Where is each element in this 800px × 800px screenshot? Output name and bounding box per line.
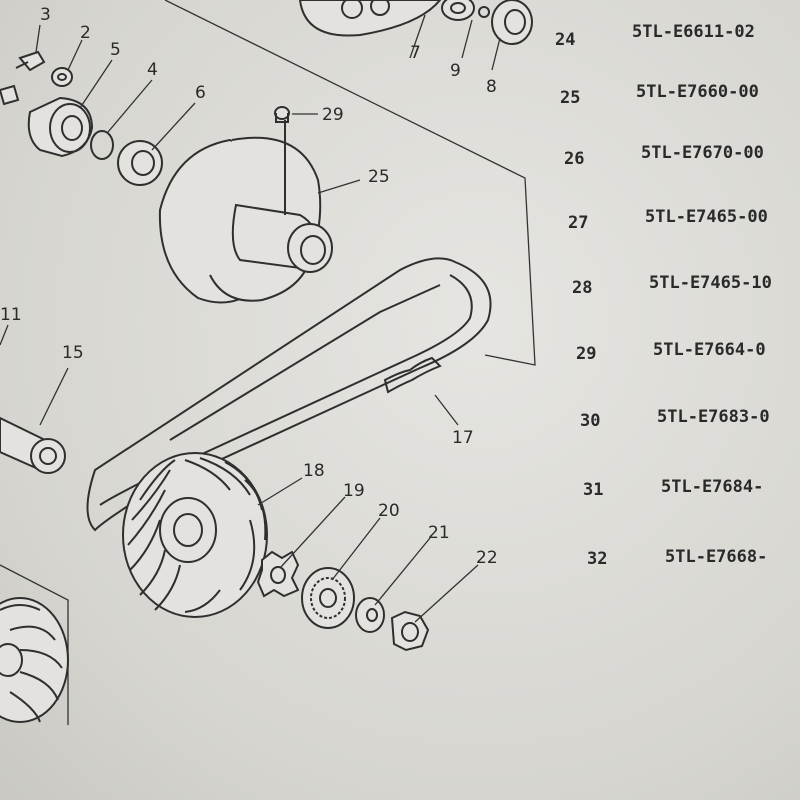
parts-list-row: 24 5TL-E6611-02 [555, 22, 755, 50]
secondary-sheave-part [158, 120, 333, 304]
callout-3: 3 [40, 5, 51, 25]
part-number: 5TL-E7465-00 [645, 207, 768, 227]
callout-8: 8 [486, 77, 497, 97]
part-ref: 25 [560, 88, 580, 108]
part-number: 5TL-E6611-02 [632, 22, 755, 42]
callout-19: 19 [343, 481, 365, 501]
oil-seal-part [117, 140, 163, 186]
v-belt-part [86, 257, 492, 532]
circlip-part [90, 130, 114, 160]
pulley-top-fragment [298, 0, 533, 45]
fan-fragment-bottom-left [0, 597, 69, 723]
callout-labels: 3 2 5 4 6 7 9 8 29 25 11 15 17 18 19 20 … [0, 5, 498, 568]
part-ref: 26 [564, 149, 584, 169]
callout-9: 9 [450, 61, 461, 81]
part-number: 5TL-E7465-10 [649, 273, 772, 293]
part-ref: 32 [587, 549, 607, 569]
callout-2: 2 [80, 23, 91, 43]
callout-4: 4 [147, 60, 158, 80]
callout-29: 29 [322, 105, 344, 125]
callout-18: 18 [303, 461, 325, 481]
part-number: 5TL-E7668- [665, 547, 767, 567]
part-ref: 30 [580, 411, 600, 431]
callout-25: 25 [368, 167, 390, 187]
callout-17: 17 [452, 428, 474, 448]
callout-20: 20 [378, 501, 400, 521]
parts-list-row: 25 5TL-E7660-00 [560, 82, 759, 108]
guide-pin-part [274, 106, 290, 123]
part-number: 5TL-E7660-00 [636, 82, 759, 102]
callout-15: 15 [62, 343, 84, 363]
callout-7: 7 [410, 43, 421, 63]
washer-part [51, 67, 73, 87]
parts-list-row: 32 5TL-E7668- [587, 547, 767, 569]
nut-part [390, 610, 430, 652]
callout-11: 11 [0, 305, 22, 325]
part-ref: 29 [576, 344, 596, 364]
part-number: 5TL-E7664-0 [653, 340, 766, 360]
spline-washer-part [256, 550, 300, 598]
callout-6: 6 [195, 83, 206, 103]
part-ref: 31 [583, 480, 603, 500]
bearing-part [27, 96, 94, 158]
callout-5: 5 [110, 40, 121, 60]
parts-list-row: 31 5TL-E7684- [583, 477, 763, 500]
part-number: 5TL-E7683-0 [657, 407, 770, 427]
panel-border [0, 0, 536, 725]
part-number: 5TL-E7684- [661, 477, 763, 497]
callout-22: 22 [476, 548, 498, 568]
leader-lines [0, 14, 501, 623]
collar-part [0, 416, 66, 474]
part-number: 5TL-E7670-00 [641, 143, 764, 163]
washer-small-part [355, 597, 385, 633]
parts-list-row: 27 5TL-E7465-00 [568, 207, 768, 233]
bolt-part [0, 50, 46, 106]
part-ref: 28 [572, 278, 592, 298]
parts-list-row: 28 5TL-E7465-10 [572, 273, 772, 298]
parts-list-row: 30 5TL-E7683-0 [580, 407, 770, 431]
parts-list-row: 29 5TL-E7664-0 [576, 340, 766, 364]
cam-plate-part [301, 567, 355, 629]
parts-list-row: 26 5TL-E7670-00 [564, 143, 764, 169]
callout-21: 21 [428, 523, 450, 543]
parts-list: 24 5TL-E6611-02 25 5TL-E7660-00 26 5TL-E… [555, 22, 772, 569]
part-ref: 27 [568, 213, 588, 233]
primary-fan-sheave-part [122, 452, 268, 618]
part-ref: 24 [555, 30, 575, 50]
